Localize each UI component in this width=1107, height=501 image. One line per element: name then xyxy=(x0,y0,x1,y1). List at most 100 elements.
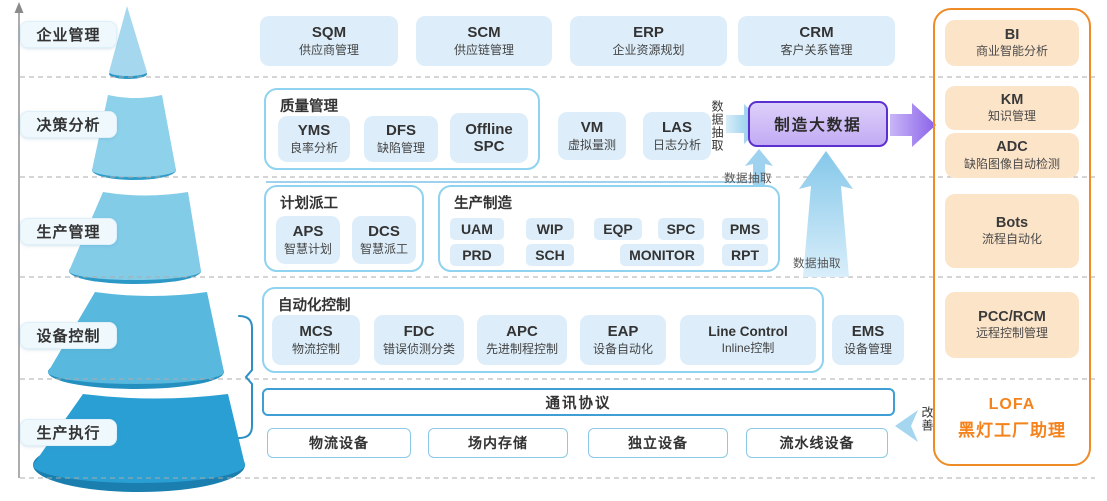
module-vm: VM 虚拟量测 xyxy=(558,112,626,160)
pyramid-label-execution: 生产执行 xyxy=(20,419,117,446)
module-name: Inline控制 xyxy=(721,340,775,355)
module-name: 客户关系管理 xyxy=(780,42,853,57)
module-code: SCM xyxy=(467,24,501,42)
pyramid-label-control: 设备控制 xyxy=(20,322,117,349)
module-mcs: MCS 物流控制 xyxy=(272,315,360,365)
device-logistics: 物流设备 xyxy=(267,428,411,458)
module-name: 智慧派工 xyxy=(359,241,408,256)
module-code: APS xyxy=(292,223,324,241)
module-pms: PMS xyxy=(722,218,768,240)
pyramid-label-text: 设备控制 xyxy=(36,328,101,345)
module-crm: CRM 客户关系管理 xyxy=(738,16,895,66)
data-extract-label-small: 数据抽取 xyxy=(724,173,772,185)
module-sqm: SQM 供应商管理 xyxy=(260,16,398,66)
module-name: 远程控制管理 xyxy=(975,326,1048,341)
module-prd: PRD xyxy=(450,244,504,266)
pyramid-label-decision: 决策分析 xyxy=(20,111,117,138)
automation-group-title: 自动化控制 xyxy=(278,298,351,314)
module-las: LAS 日志分析 xyxy=(643,112,711,160)
pyramid-level5-shape xyxy=(33,394,245,483)
module-rpt: RPT xyxy=(722,244,768,266)
data-extract-big-up-arrow-icon xyxy=(799,151,853,277)
module-code: EMS xyxy=(851,323,885,341)
pyramid-level1-shape xyxy=(109,6,147,76)
device-assembly-line: 流水线设备 xyxy=(746,428,888,458)
module-name: 企业资源规划 xyxy=(612,42,685,57)
pyramid-level3-shape xyxy=(69,192,201,280)
module-code: Line Control xyxy=(708,324,788,340)
module-name: 物流控制 xyxy=(291,341,340,356)
module-name: 日志分析 xyxy=(652,137,701,152)
lofa-panel-frame xyxy=(933,8,1091,466)
pyramid-label-text: 决策分析 xyxy=(36,117,101,134)
module-km: KM 知识管理 xyxy=(945,86,1079,130)
value-axis xyxy=(14,2,24,478)
module-line-control: Line Control Inline控制 xyxy=(680,315,816,365)
device-standalone: 独立设备 xyxy=(588,428,728,458)
module-code: ADC xyxy=(996,139,1028,156)
module-code: FDC xyxy=(403,323,435,341)
module-name: 供应链管理 xyxy=(453,42,514,57)
improve-vertical-label: 改善 xyxy=(920,406,934,432)
data-extract-label-big: 数据抽取 xyxy=(793,258,841,270)
module-uam: UAM xyxy=(450,218,504,240)
pyramid-label-production: 生产管理 xyxy=(20,218,117,245)
module-name: 知识管理 xyxy=(987,109,1036,124)
module-yms: YMS 良率分析 xyxy=(278,116,350,162)
module-name: 良率分析 xyxy=(289,140,338,155)
data-extract-small-up-arrow-icon xyxy=(745,149,773,186)
pyramid-label-enterprise: 企业管理 xyxy=(20,21,117,48)
module-code: VM xyxy=(580,119,604,137)
module-name: 智慧计划 xyxy=(283,241,332,256)
module-name: 供应商管理 xyxy=(298,42,359,57)
lofa-assistant-label: LOFA 黑灯工厂助理 xyxy=(936,392,1088,444)
module-pcc-rcm: PCC/RCM 远程控制管理 xyxy=(945,292,1079,358)
module-code: BI xyxy=(1004,26,1020,43)
module-name: 先进制程控制 xyxy=(485,341,558,356)
module-name: 虚拟量测 xyxy=(567,137,616,152)
quality-group-title: 质量管理 xyxy=(280,99,338,115)
pyramid-label-text: 企业管理 xyxy=(36,27,101,44)
module-apc: APC 先进制程控制 xyxy=(477,315,567,365)
module-bi: BI 商业智能分析 xyxy=(945,20,1079,66)
module-dcs: DCS 智慧派工 xyxy=(352,216,416,264)
module-adc: ADC 缺陷图像自动检测 xyxy=(945,133,1079,178)
module-code: EAP xyxy=(607,323,639,341)
module-scm: SCM 供应链管理 xyxy=(416,16,552,66)
module-name: 缺陷图像自动检测 xyxy=(963,156,1060,171)
module-code: CRM xyxy=(799,24,834,42)
module-fdc: FDC 错误侦测分类 xyxy=(374,315,464,365)
module-dfs: DFS 缺陷管理 xyxy=(364,116,438,162)
manufacturing-bigdata-box: 制造大数据 xyxy=(748,101,888,147)
assistant-name: 黑灯工厂助理 xyxy=(958,420,1066,440)
module-name: 设备自动化 xyxy=(592,341,653,356)
module-code: LAS xyxy=(662,119,692,137)
module-wip: WIP xyxy=(526,218,574,240)
pyramid-level4-shape xyxy=(48,292,224,384)
module-code: PCC/RCM xyxy=(978,308,1046,325)
pyramid-label-text: 生产执行 xyxy=(36,425,101,442)
pyramid-label-text: 生产管理 xyxy=(36,224,101,241)
module-code: SQM xyxy=(311,24,347,42)
module-name: 流程自动化 xyxy=(981,232,1042,247)
module-code: ERP xyxy=(633,24,664,42)
data-extract-right-arrow-icon xyxy=(726,104,764,144)
module-sch: SCH xyxy=(526,244,574,266)
device-storage: 场内存储 xyxy=(428,428,568,458)
module-name: 设备管理 xyxy=(843,341,892,356)
module-name: 错误侦测分类 xyxy=(382,341,455,356)
module-code: YMS xyxy=(297,122,331,140)
module-offline-spc: Offline SPC xyxy=(450,113,528,163)
layer-divider-lines xyxy=(20,76,1095,479)
module-spc: SPC xyxy=(658,218,704,240)
module-ems: EMS 设备管理 xyxy=(832,315,904,365)
planning-group-title: 计划派工 xyxy=(280,196,338,212)
module-monitor: MONITOR xyxy=(620,244,704,266)
module-code: DCS xyxy=(368,223,400,241)
module-eap: EAP 设备自动化 xyxy=(580,315,666,365)
module-code: DFS xyxy=(386,122,416,140)
module-bots: Bots 流程自动化 xyxy=(945,194,1079,268)
module-erp: ERP 企业资源规划 xyxy=(570,16,727,66)
